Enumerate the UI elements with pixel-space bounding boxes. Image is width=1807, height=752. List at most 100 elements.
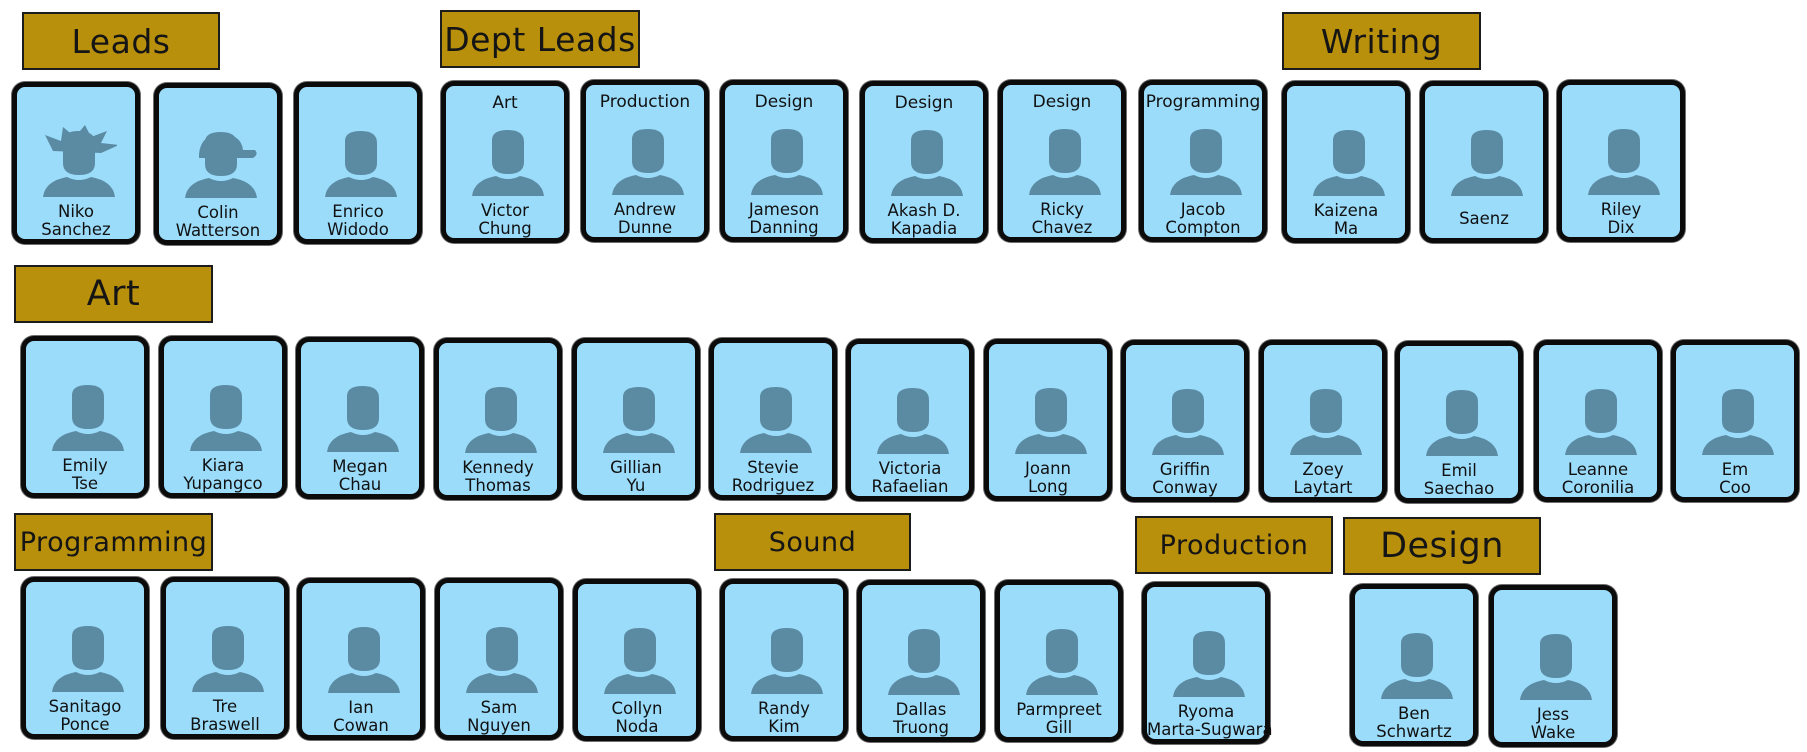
member-first-name: Emil [1441, 461, 1477, 480]
member-first-name: Gillian [610, 458, 662, 477]
member-name: Em Coo [1676, 461, 1794, 497]
person-silhouette-icon [886, 623, 962, 699]
person-silhouette-icon [183, 126, 259, 202]
member-card: Megan Chau [296, 337, 424, 499]
member-name: Randy Kim [725, 700, 843, 736]
member-card: Colin Watterson [154, 83, 282, 245]
member-last-name: Tse [71, 474, 99, 493]
section-header-leads: Leads [22, 12, 220, 70]
member-first-name: Victoria [878, 459, 942, 478]
member-card: Production Andrew Dunne [581, 80, 709, 242]
person-silhouette-icon [749, 123, 825, 199]
person-silhouette-icon [326, 621, 402, 697]
member-last-name: Gill [1045, 718, 1073, 737]
member-last-name: Long [1028, 477, 1068, 496]
person-silhouette-icon [188, 379, 264, 455]
member-name: Kennedy Thomas [439, 459, 557, 495]
member-first-name: Ian [348, 698, 374, 717]
member-last-name: Nguyen [467, 716, 531, 735]
member-last-name: Dunne [617, 218, 673, 237]
person-silhouette-icon [50, 620, 126, 696]
member-name: Riley Dix [1562, 201, 1680, 237]
member-name: Kaizena Ma [1287, 202, 1405, 238]
member-card: Saenz [1420, 81, 1548, 243]
person-silhouette-icon [464, 621, 540, 697]
member-name: Zoey Laytart [1264, 461, 1382, 497]
member-card: Kennedy Thomas [434, 338, 562, 500]
member-card: Leanne Coronilia [1534, 340, 1662, 502]
person-silhouette-icon [610, 123, 686, 199]
member-first-name: Parmpreet [1016, 700, 1102, 719]
member-name: Colin Watterson [159, 204, 277, 240]
member-card: Art Victor Chung [441, 81, 569, 243]
member-card: Ian Cowan [297, 578, 425, 740]
person-silhouette-icon [1449, 124, 1525, 200]
member-role: Design [1032, 92, 1092, 112]
person-silhouette-icon [1563, 383, 1639, 459]
member-name: Jess Wake [1494, 706, 1612, 742]
member-card: Sam Nguyen [435, 578, 563, 740]
section-header-writing: Writing [1282, 12, 1481, 70]
member-card: Programming Jacob Compton [1139, 80, 1267, 242]
member-last-name: Danning [749, 218, 819, 237]
member-last-name: Truong [893, 718, 949, 737]
person-silhouette-icon [1168, 123, 1244, 199]
member-card: Emily Tse [21, 336, 149, 498]
member-first-name: Ryoma [1177, 702, 1235, 721]
person-silhouette-icon [50, 379, 126, 455]
member-card: Sanitago Ponce [21, 577, 149, 739]
person-silhouette-icon [1518, 628, 1594, 704]
member-role: Production [599, 92, 691, 112]
person-silhouette-icon [602, 622, 678, 698]
member-first-name: Kaizena [1313, 201, 1379, 220]
member-name: Akash D. Kapadia [865, 202, 983, 238]
member-first-name: Randy [758, 699, 810, 718]
member-name: Tre Braswell [166, 698, 284, 734]
member-first-name: Ben [1398, 704, 1430, 723]
member-name: Niko Sanchez [17, 203, 135, 239]
member-name: Collyn Noda [578, 700, 696, 736]
member-card: Enrico Widodo [294, 82, 422, 244]
person-silhouette-icon [190, 620, 266, 696]
member-first-name: Griffin [1159, 460, 1211, 479]
member-last-name: Thomas [465, 476, 531, 495]
person-silhouette-icon [1586, 123, 1662, 199]
member-last-name: Rodriguez [731, 476, 815, 495]
member-last-name: Schwartz [1376, 722, 1452, 741]
member-name: Saenz [1425, 210, 1543, 228]
member-name: Megan Chau [301, 458, 419, 494]
member-last-name: Compton [1165, 218, 1241, 237]
member-name: Enrico Widodo [299, 203, 417, 239]
section-header-production: Production [1135, 516, 1333, 574]
member-card: Collyn Noda [573, 579, 701, 741]
member-card: Zoey Laytart [1259, 340, 1387, 502]
member-last-name: Widodo [327, 220, 389, 239]
member-card: Kiara Yupangco [159, 336, 287, 498]
person-silhouette-icon [41, 125, 119, 201]
person-silhouette-icon [1024, 623, 1100, 699]
member-name: Ricky Chavez [1003, 201, 1121, 237]
member-last-name: Chau [338, 475, 382, 494]
person-silhouette-icon [889, 124, 965, 200]
member-card: Emil Saechao [1395, 341, 1523, 503]
section-header-art: Art [14, 265, 213, 323]
member-card: Griffin Conway [1121, 340, 1249, 502]
member-name: Sanitago Ponce [26, 698, 144, 734]
member-last-name: Marta-Sugwara [1147, 720, 1273, 739]
member-last-name: Saenz [1459, 209, 1509, 228]
person-silhouette-icon [749, 622, 825, 698]
member-last-name: Yu [626, 476, 646, 495]
section-header-sound: Sound [714, 513, 911, 571]
member-last-name: Wake [1530, 723, 1576, 742]
member-name: Ian Cowan [302, 699, 420, 735]
member-first-name: Sam [480, 698, 518, 717]
member-last-name: Rafaelian [871, 477, 949, 496]
member-first-name: Jameson [748, 200, 820, 219]
member-role: Design [754, 92, 814, 112]
member-first-name: Kiara [201, 456, 245, 475]
member-first-name: Emily [62, 456, 108, 475]
member-card: Ben Schwartz [1350, 584, 1478, 746]
person-silhouette-icon [325, 380, 401, 456]
member-first-name: Andrew [613, 200, 677, 219]
member-name: Leanne Coronilia [1539, 461, 1657, 497]
